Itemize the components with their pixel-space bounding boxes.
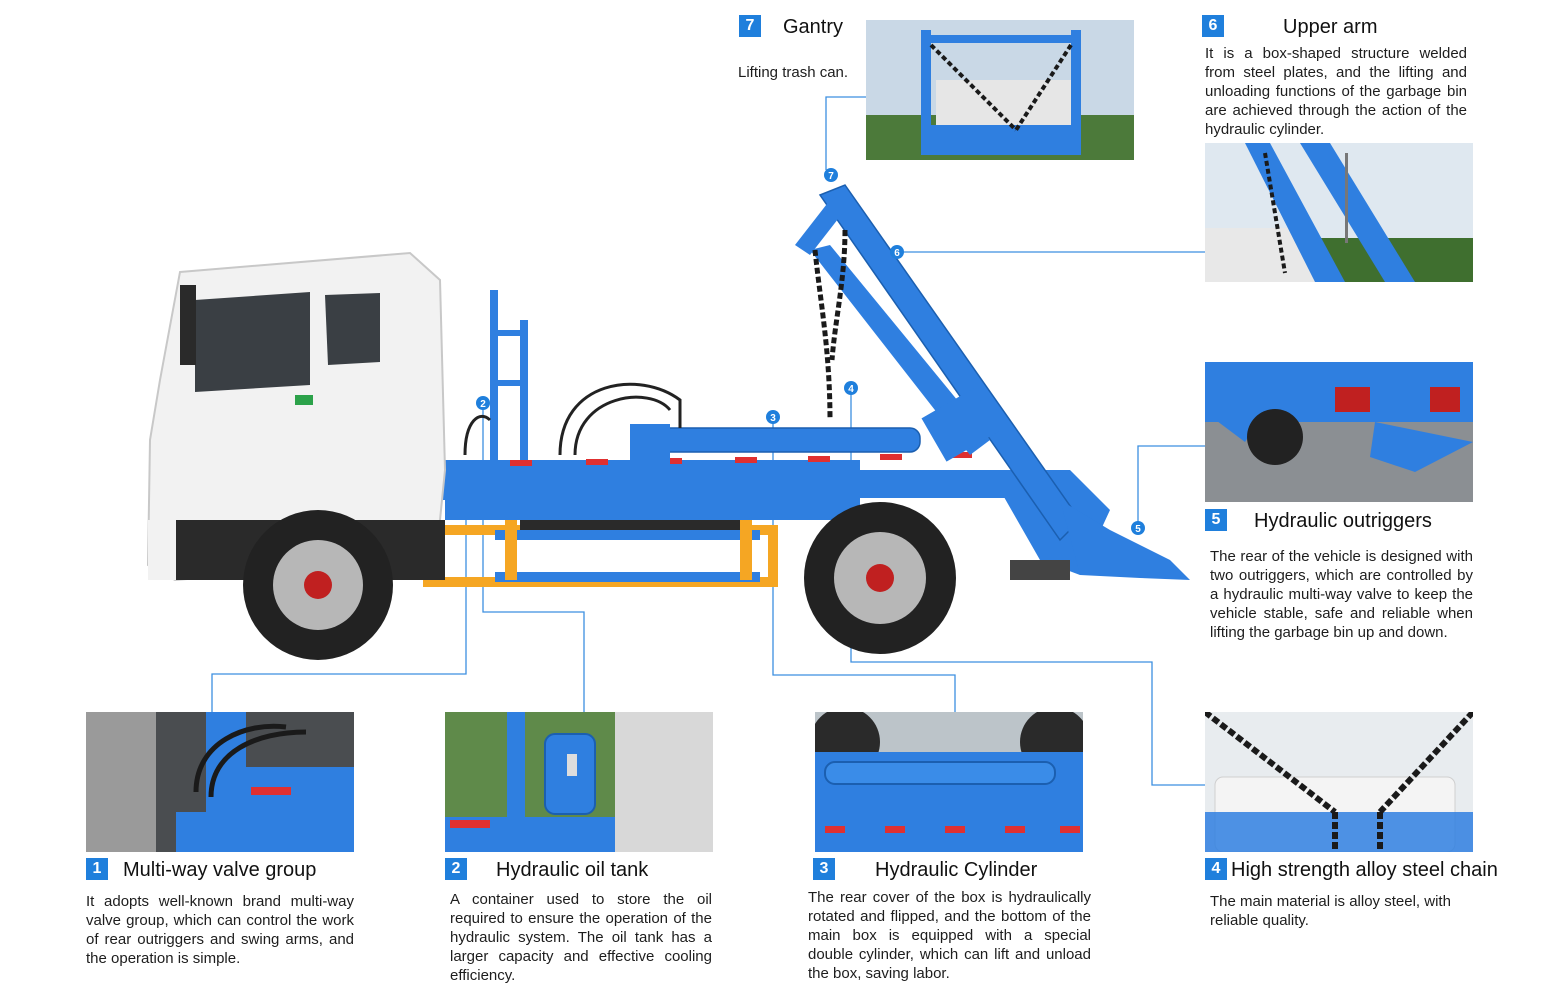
svg-text:6: 6: [894, 248, 900, 259]
feature-title-gantry: Gantry: [783, 16, 844, 38]
feature-number-badge: 6: [1202, 15, 1224, 37]
svg-text:2: 2: [480, 399, 486, 410]
svg-text:3: 3: [770, 413, 776, 424]
feature-title-alloy-steel-chain: High strength alloy steel chain: [1231, 859, 1498, 881]
feature-title-hydraulic-outriggers: Hydraulic outriggers: [1254, 510, 1432, 532]
feature-number-badge: 7: [739, 15, 761, 37]
svg-text:4: 4: [848, 384, 854, 395]
feature-title-upper-arm: Upper arm: [1283, 16, 1378, 38]
feature-desc-multi-way-valve-group: It adopts well-known brand multi-way val…: [86, 893, 354, 967]
feature-desc-gantry: Lifting trash can.: [738, 64, 849, 81]
feature-title-hydraulic-oil-tank: Hydraulic oil tank: [496, 859, 649, 881]
feature-desc-alloy-steel-chain: The main material is alloy steel, with r…: [1210, 893, 1451, 929]
alloy-steel-chain-photo: [1205, 712, 1473, 852]
feature-number-badge: 5: [1205, 509, 1227, 531]
svg-text:5: 5: [1135, 524, 1141, 535]
feature-number-badge: 1: [86, 858, 108, 880]
feature-desc-hydraulic-cylinder: The rear cover of the box is hydraulical…: [808, 889, 1091, 982]
svg-text:7: 7: [828, 171, 834, 182]
feature-number-badge: 2: [445, 858, 467, 880]
feature-title-hydraulic-cylinder: Hydraulic Cylinder: [875, 859, 1038, 881]
hydraulic-outriggers-photo: [1205, 362, 1473, 502]
multi-way-valve-group-photo: [86, 712, 354, 852]
hydraulic-oil-tank-photo: [445, 712, 713, 852]
feature-number-badge: 4: [1205, 858, 1227, 880]
feature-number-badge: 3: [813, 858, 835, 880]
gantry-photo: [866, 20, 1134, 160]
feature-desc-upper-arm: It is a box-shaped structure welded from…: [1205, 45, 1467, 138]
hydraulic-cylinder-photo: [815, 712, 1083, 852]
upper-arm-photo: [1205, 143, 1473, 282]
feature-desc-hydraulic-oil-tank: A container used to store the oil requir…: [450, 891, 712, 984]
skip-loader-truck-illustration: 7 6 5 4 3 2: [146, 168, 1190, 660]
feature-desc-hydraulic-outriggers: The rear of the vehicle is designed with…: [1210, 548, 1473, 641]
feature-title-multi-way-valve-group: Multi-way valve group: [123, 859, 317, 881]
